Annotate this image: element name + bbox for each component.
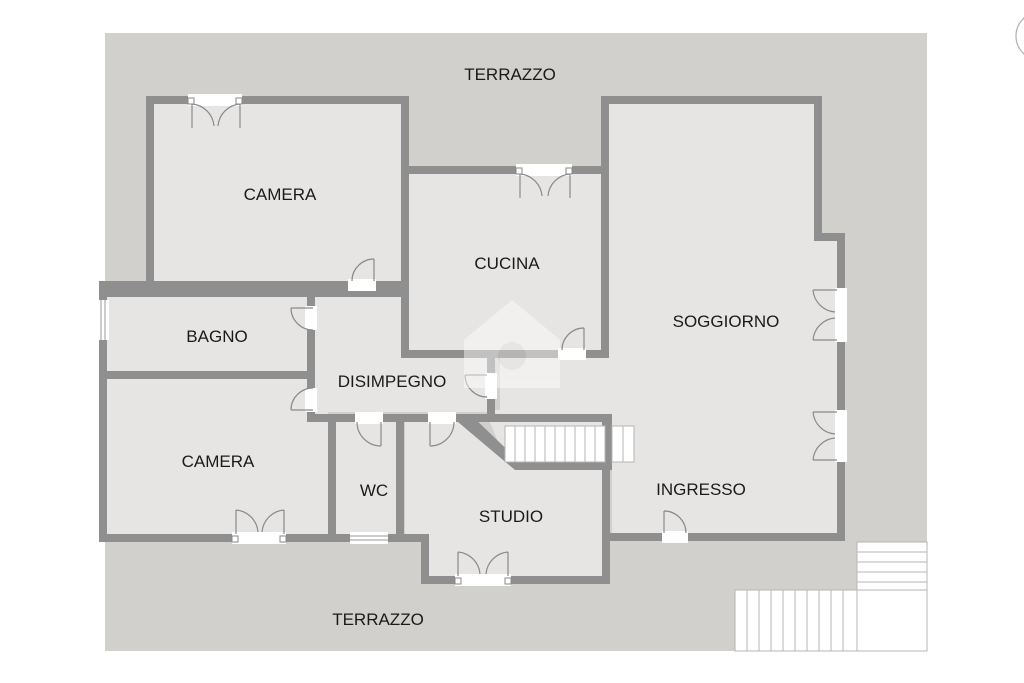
- corner-badge-icon: [1015, 17, 1024, 55]
- label-cucina: CUCINA: [474, 254, 540, 273]
- label-soggiorno: SOGGIORNO: [673, 312, 780, 331]
- label-studio: STUDIO: [479, 507, 543, 526]
- internal-stairs: [504, 425, 635, 463]
- label-camera-top: CAMERA: [244, 185, 317, 204]
- label-disimpegno: DISIMPEGNO: [338, 372, 447, 391]
- door-swings: [191, 103, 837, 576]
- label-bagno: BAGNO: [186, 327, 247, 346]
- label-ingresso: INGRESSO: [656, 480, 746, 499]
- label-camera-bottom: CAMERA: [182, 452, 255, 471]
- watermark-logo: [464, 300, 560, 388]
- label-terrazzo-top: TERRAZZO: [464, 65, 556, 84]
- door-openings: [97, 94, 847, 586]
- window-lines: [100, 300, 388, 541]
- external-stairs: [734, 541, 928, 652]
- door-jambs: [187, 97, 573, 585]
- label-terrazzo-bottom: TERRAZZO: [332, 610, 424, 629]
- label-wc: WC: [360, 481, 388, 500]
